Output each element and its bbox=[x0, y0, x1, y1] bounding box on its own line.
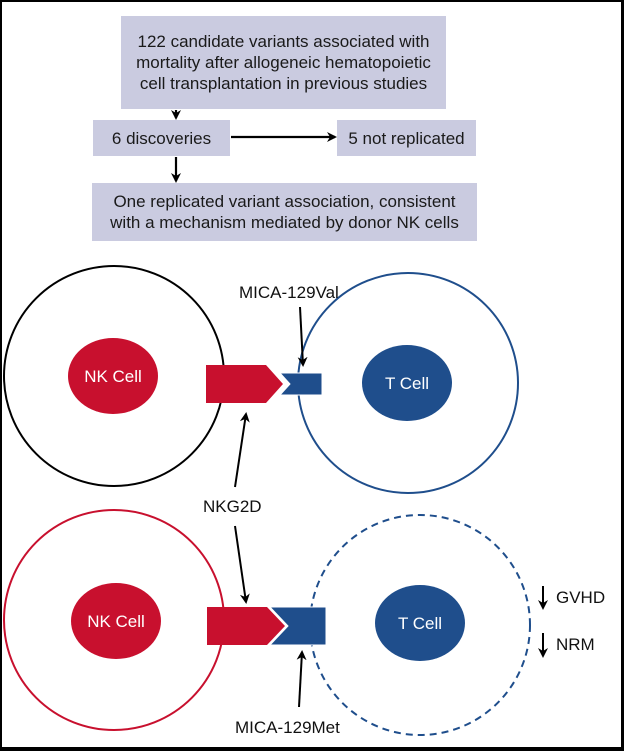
bottom-t-cell-label: T Cell bbox=[398, 614, 442, 633]
mica-129val-label: MICA-129Val bbox=[239, 283, 339, 302]
candidate-variants-line-3: cell transplantation in previous studies bbox=[139, 74, 428, 93]
candidate-variants-line-2: mortality after allogeneic hematopoietic bbox=[136, 53, 431, 72]
bottom-nk-cell-label: NK Cell bbox=[87, 612, 145, 631]
gvhd-label: GVHD bbox=[556, 588, 606, 607]
bottom-t-cell-membrane bbox=[309, 514, 531, 736]
not-replicated-text: 5 not replicated bbox=[348, 128, 465, 148]
arrow-nkg2d-up bbox=[234, 412, 250, 488]
discoveries-box: 6 discoveries bbox=[93, 120, 230, 156]
bottom-nk-cell-nucleus bbox=[71, 583, 161, 659]
result-line-2: with a mechanism mediated by donor NK ce… bbox=[110, 213, 459, 232]
result-line-1: One replicated variant association, cons… bbox=[113, 192, 456, 211]
arrow-to-mica-129met bbox=[296, 650, 307, 708]
candidate-variants-box: 122 candidate variants associated with m… bbox=[121, 16, 446, 109]
discoveries-text: 6 discoveries bbox=[111, 128, 212, 148]
arrow-to-mica-129val bbox=[297, 306, 308, 367]
candidate-variants-line-1: 122 candidate variants associated with bbox=[137, 32, 430, 51]
top-t-cell-label: T Cell bbox=[385, 374, 429, 393]
nkg2d-label: NKG2D bbox=[203, 497, 262, 516]
top-t-cell-nucleus bbox=[362, 345, 452, 421]
top-nkg2d-receptor bbox=[206, 365, 283, 403]
bottom-nkg2d-receptor bbox=[207, 607, 285, 645]
not-replicated-box: 5 not replicated bbox=[337, 120, 476, 156]
top-nk-cell-label: NK Cell bbox=[84, 367, 142, 386]
bottom-t-cell-nucleus bbox=[375, 585, 465, 661]
arrow-nkg2d-down bbox=[234, 525, 250, 604]
top-nk-cell-nucleus bbox=[68, 338, 158, 414]
nrm-label: NRM bbox=[556, 635, 595, 654]
top-mica-129val-ligand bbox=[278, 372, 323, 396]
replicated-result-box: One replicated variant association, cons… bbox=[92, 183, 477, 241]
mica-129met-label: MICA-129Met bbox=[235, 718, 340, 737]
bottom-mica-129met-ligand bbox=[268, 606, 327, 646]
